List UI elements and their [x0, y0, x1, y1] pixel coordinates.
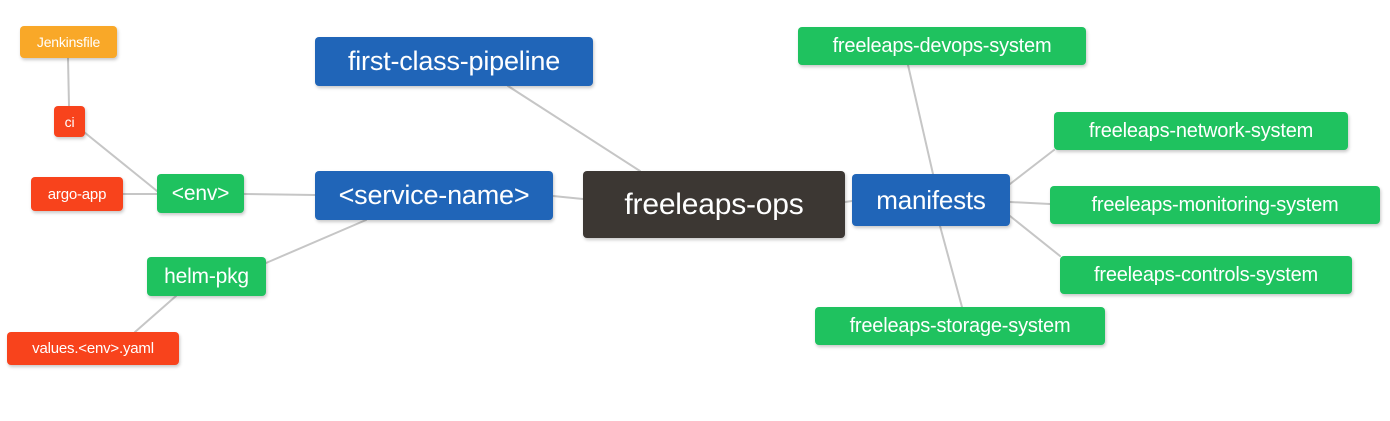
node-label-values-env-yaml: values.<env>.yaml [32, 340, 154, 357]
node-first-class-pipeline[interactable]: first-class-pipeline [315, 37, 593, 86]
node-manifests[interactable]: manifests [852, 174, 1010, 226]
edge-env-to-service-name [243, 193, 316, 196]
node-argo-app[interactable]: argo-app [31, 177, 123, 211]
node-label-freeleaps-controls-system: freeleaps-controls-system [1094, 264, 1318, 286]
node-label-freeleaps-monitoring-system: freeleaps-monitoring-system [1091, 194, 1339, 216]
node-label-argo-app: argo-app [47, 185, 107, 203]
node-jenkinsfile[interactable]: Jenkinsfile [20, 26, 117, 58]
node-service-name[interactable]: <service-name> [315, 171, 553, 220]
node-label-env: <env> [171, 182, 230, 205]
edge-first-class-pipeline-to-freeleaps-ops [507, 85, 641, 172]
edge-jenkinsfile-to-ci [67, 57, 70, 107]
node-label-service-name: <service-name> [338, 180, 530, 210]
node-label-ci: ci [64, 113, 75, 130]
node-ci[interactable]: ci [54, 106, 85, 137]
node-freeleaps-devops-system[interactable]: freeleaps-devops-system [798, 27, 1086, 65]
edge-manifests-to-freeleaps-network-system [1009, 149, 1055, 185]
node-label-freeleaps-devops-system: freeleaps-devops-system [832, 35, 1052, 57]
node-label-manifests: manifests [876, 185, 986, 215]
edge-service-name-to-freeleaps-ops [552, 195, 584, 200]
edge-helm-pkg-to-values-env-yaml [134, 295, 177, 333]
edge-freeleaps-ops-to-manifests [844, 200, 853, 203]
node-freeleaps-storage-system[interactable]: freeleaps-storage-system [815, 307, 1105, 345]
edge-manifests-to-freeleaps-storage-system [939, 225, 963, 308]
node-freeleaps-network-system[interactable]: freeleaps-network-system [1054, 112, 1348, 150]
node-label-first-class-pipeline: first-class-pipeline [347, 46, 561, 76]
edge-manifests-to-freeleaps-monitoring-system [1009, 201, 1051, 205]
node-values-env-yaml[interactable]: values.<env>.yaml [7, 332, 179, 365]
node-helm-pkg[interactable]: helm-pkg [147, 257, 266, 296]
node-label-freeleaps-storage-system: freeleaps-storage-system [849, 315, 1071, 337]
edge-manifests-to-freeleaps-devops-system [907, 64, 934, 175]
node-env[interactable]: <env> [157, 174, 244, 213]
edge-service-name-to-helm-pkg [265, 219, 367, 264]
node-freeleaps-controls-system[interactable]: freeleaps-controls-system [1060, 256, 1352, 294]
node-label-helm-pkg: helm-pkg [164, 265, 249, 288]
node-freeleaps-monitoring-system[interactable]: freeleaps-monitoring-system [1050, 186, 1380, 224]
node-label-jenkinsfile: Jenkinsfile [36, 34, 101, 50]
node-label-freeleaps-ops: freeleaps-ops [624, 187, 804, 221]
node-freeleaps-ops[interactable]: freeleaps-ops [583, 171, 845, 238]
node-label-freeleaps-network-system: freeleaps-network-system [1088, 120, 1314, 142]
